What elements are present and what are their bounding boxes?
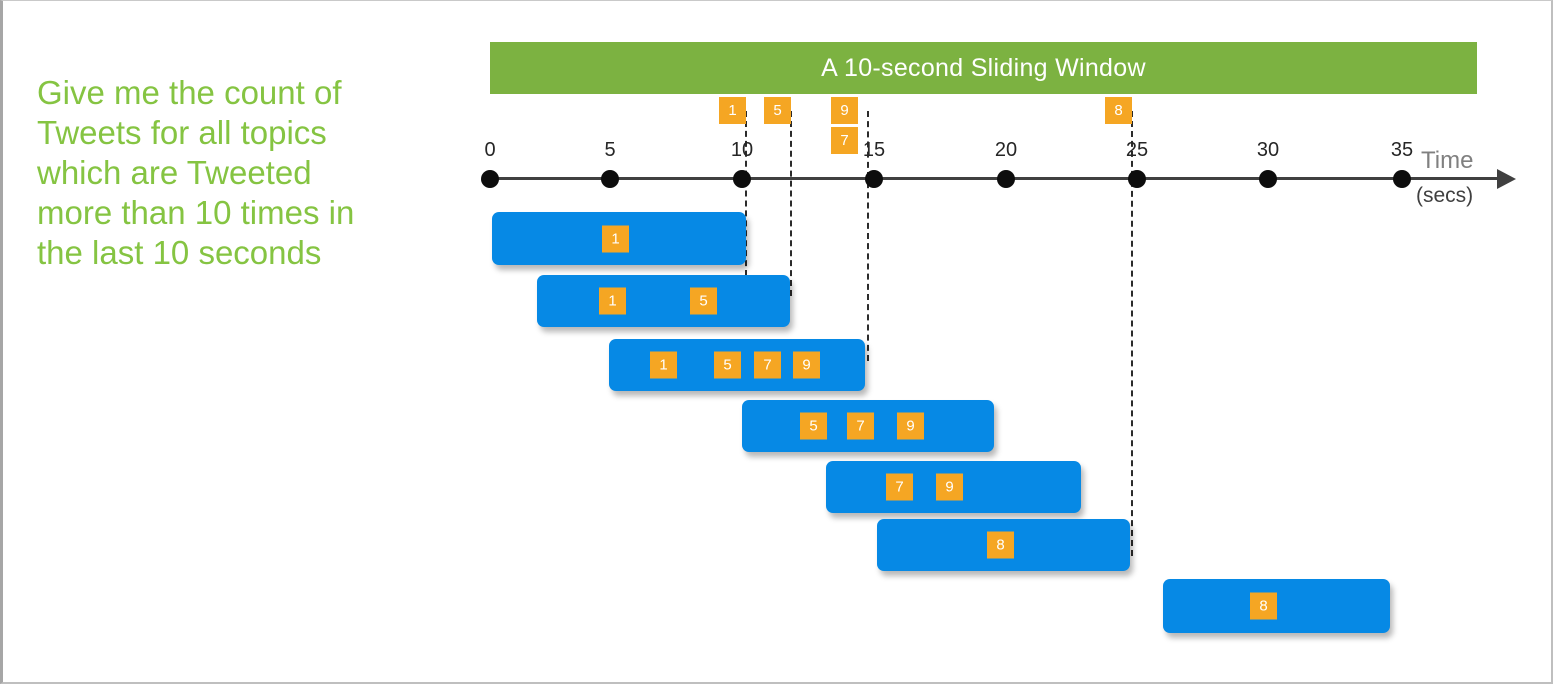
sliding-window-bar: 8 bbox=[877, 519, 1130, 571]
tweet-badge: 1 bbox=[650, 351, 677, 379]
sliding-window-banner-label: A 10-second Sliding Window bbox=[821, 53, 1146, 82]
sliding-window-bar: 8 bbox=[1163, 579, 1390, 633]
question-caption: Give me the count of Tweets for all topi… bbox=[37, 74, 355, 271]
axis-tick-label: 25 bbox=[1125, 139, 1149, 161]
tweet-event-badge: 1 bbox=[719, 97, 746, 124]
axis-tick-dot bbox=[1393, 170, 1411, 188]
window-boundary-guide-line bbox=[790, 111, 792, 296]
time-axis-title: Time bbox=[1421, 147, 1474, 174]
axis-tick-dot bbox=[733, 170, 751, 188]
axis-tick-dot bbox=[1128, 170, 1146, 188]
tweet-event-badge: 8 bbox=[1105, 97, 1132, 124]
tweet-badge: 7 bbox=[886, 473, 913, 501]
tweet-badge: 5 bbox=[690, 287, 717, 315]
tweet-badge: 7 bbox=[754, 351, 781, 379]
tweet-badge: 9 bbox=[897, 412, 924, 440]
axis-tick-label: 5 bbox=[604, 139, 616, 161]
time-axis-units: (secs) bbox=[1416, 184, 1474, 207]
tweet-event-badge: 5 bbox=[764, 97, 791, 124]
axis-tick-label: 20 bbox=[994, 139, 1018, 161]
axis-tick-dot bbox=[481, 170, 499, 188]
time-axis-arrow-icon bbox=[1497, 169, 1516, 189]
axis-tick-dot bbox=[865, 170, 883, 188]
axis-tick-label: 35 bbox=[1390, 139, 1414, 161]
tweet-badge: 5 bbox=[800, 412, 827, 440]
axis-tick-dot bbox=[1259, 170, 1277, 188]
tweet-badge: 5 bbox=[714, 351, 741, 379]
tweet-badge: 1 bbox=[602, 225, 629, 252]
tweet-event-badge: 9 bbox=[831, 97, 858, 124]
axis-tick-label: 15 bbox=[862, 139, 886, 161]
window-boundary-guide-line bbox=[867, 111, 869, 361]
axis-tick-dot bbox=[997, 170, 1015, 188]
sliding-window-bar: 1 bbox=[492, 212, 746, 265]
tweet-badge: 8 bbox=[987, 531, 1014, 559]
window-boundary-guide-line bbox=[745, 111, 747, 276]
sliding-window-banner: A 10-second Sliding Window bbox=[490, 42, 1477, 94]
tweet-badge: 7 bbox=[847, 412, 874, 440]
window-boundary-guide-line bbox=[1131, 111, 1133, 556]
axis-tick-label: 10 bbox=[730, 139, 754, 161]
axis-tick-label: 0 bbox=[484, 139, 496, 161]
tweet-badge: 8 bbox=[1250, 592, 1277, 620]
tweet-event-badge: 7 bbox=[831, 127, 858, 154]
axis-tick-label: 30 bbox=[1256, 139, 1280, 161]
axis-tick-dot bbox=[601, 170, 619, 188]
tweet-badge: 9 bbox=[936, 473, 963, 501]
tweet-badge: 1 bbox=[599, 287, 626, 315]
tweet-badge: 9 bbox=[793, 351, 820, 379]
